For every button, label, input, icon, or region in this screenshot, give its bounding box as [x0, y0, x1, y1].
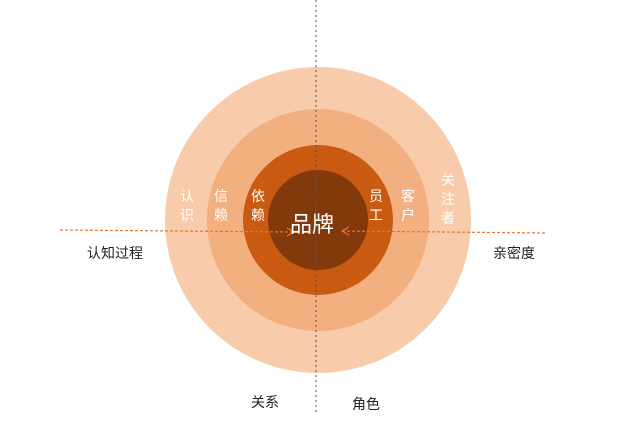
- axis-label-intimacy: 亲密度: [493, 246, 535, 262]
- label-role: 角色: [352, 397, 380, 413]
- right-arrowhead: [340, 226, 350, 236]
- ring-label-trust: 信赖: [214, 189, 228, 224]
- center-label: 品牌: [290, 213, 335, 238]
- left-arrow-line: [59, 229, 294, 233]
- ring-label-follower: 关注者: [441, 173, 455, 227]
- ring-label-customer: 客户: [401, 189, 415, 224]
- label-relationship: 关系: [251, 395, 279, 411]
- ring-label-recognize: 认识: [180, 189, 194, 224]
- left-arrowhead: [286, 227, 296, 237]
- ring-label-dependence: 依赖: [251, 189, 265, 224]
- ring-inner: [268, 170, 368, 270]
- ring-label-employee: 员工: [369, 189, 383, 224]
- right-arrow-line: [341, 230, 546, 234]
- axis-label-cognition: 认知过程: [87, 246, 143, 262]
